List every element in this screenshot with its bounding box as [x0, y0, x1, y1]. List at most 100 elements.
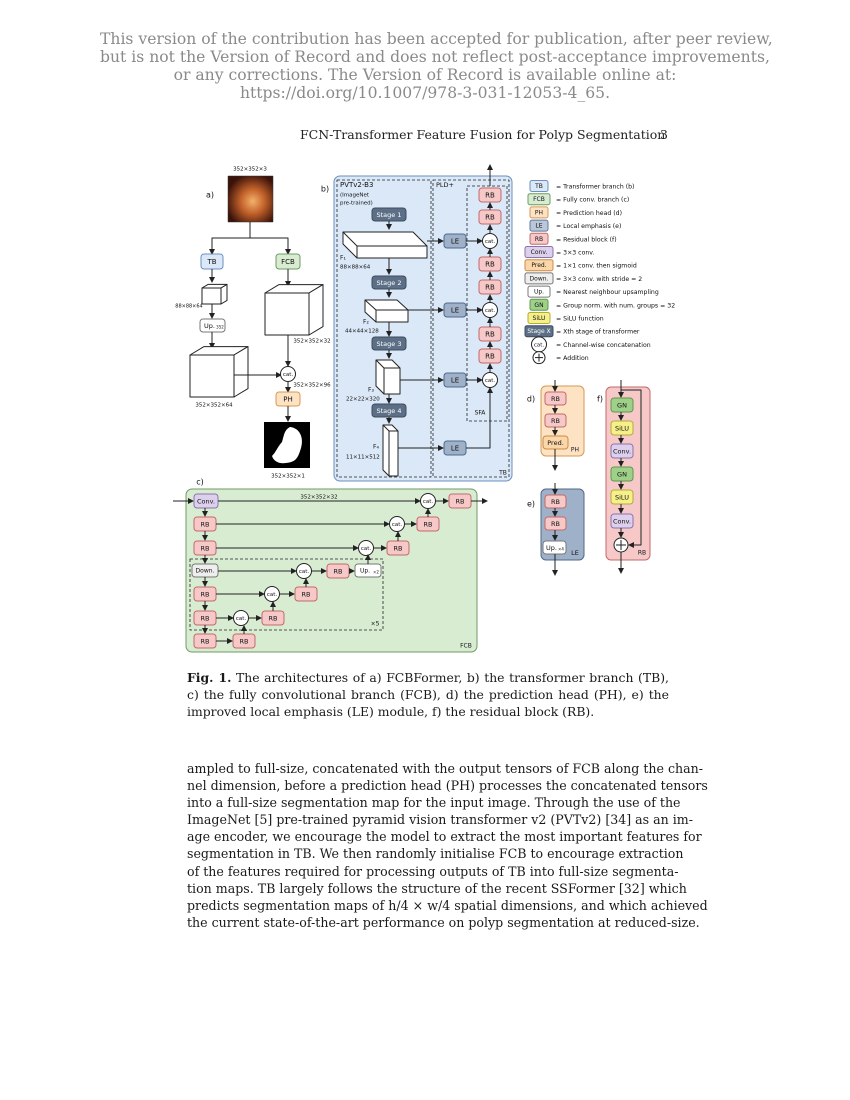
f3-tensor	[375, 359, 401, 395]
fcb-cat-6-label: cat.	[236, 616, 247, 622]
body-line: the current state-of-the-art performance…	[187, 914, 700, 930]
tb-up-node-label: Up.	[204, 322, 215, 330]
out-dim-label: 352×352×1	[271, 474, 305, 480]
tb-dim-label: 88×88×64	[175, 304, 202, 310]
legend-key-box	[529, 298, 549, 311]
page-number: 3	[660, 127, 668, 142]
pld-rb-1-label: RB	[485, 192, 495, 200]
le-node-3-label: LE	[451, 377, 459, 385]
le-up-node-label: Up.	[546, 544, 557, 552]
f2-label: F₂	[363, 319, 369, 326]
f3-dim: 22×22×320	[346, 397, 380, 403]
notice-line: but is not the Version of Record and doe…	[100, 48, 770, 66]
legend-key-box	[529, 232, 549, 245]
fcb-cat-1-label: cat.	[423, 499, 434, 505]
body-line: nel dimension, before a prediction head …	[187, 778, 708, 794]
fcb-node-label: FCB	[281, 258, 295, 266]
stage4-label: Stage 4	[377, 407, 402, 415]
fcb-cat-4-label: cat.	[299, 569, 310, 575]
a-concat	[280, 366, 296, 382]
legend-key-box	[524, 272, 554, 285]
fcb-rb-l1-label: RB	[201, 521, 210, 529]
notice-line: or any corrections. The Version of Recor…	[173, 66, 677, 84]
legend-text: = 1×1 conv. then sigmoid	[556, 263, 637, 270]
up-cube-front	[189, 354, 235, 398]
f2-dim: 44×44×128	[345, 329, 379, 335]
fcb-rb-l3-label: RB	[201, 591, 210, 599]
pvt-dashed	[336, 179, 432, 478]
legend-text: = Group norm. with num. groups = 32	[556, 302, 675, 309]
f1-dim: 88×88×64	[340, 265, 371, 271]
pvt-note: pre-trained)	[340, 201, 373, 207]
f2-edge	[364, 299, 377, 311]
ph-panel-tag: PH	[571, 447, 579, 454]
legend-key-label: TB	[534, 183, 543, 190]
legend-key-box	[529, 180, 549, 192]
legend-text: = Xth stage of transformer	[556, 329, 640, 336]
pred-node-label: Pred.	[547, 439, 564, 447]
pvt-title: PVTv2-B3	[340, 181, 373, 189]
rb-skip	[621, 389, 642, 548]
legend-key-box	[529, 206, 549, 219]
le-node-2-label: LE	[451, 307, 459, 315]
f1-label: F₁	[340, 255, 346, 262]
caption-text: The architectures of a) FCBFormer, b) th…	[187, 670, 669, 719]
f4-tensor	[382, 424, 399, 477]
notice-doi-link[interactable]: https://doi.org/10.1007/978-3-031-12053-…	[239, 84, 611, 102]
legend-text: = Prediction head (d)	[556, 210, 622, 217]
legend-key-label: Conv.	[531, 249, 548, 256]
up-dim-label: 352×352×64	[195, 403, 233, 409]
fcb-cat-3-label: cat.	[361, 546, 372, 552]
legend-cat-icon-label: cat.	[534, 342, 545, 348]
input-dim-label: 352×352×3	[233, 167, 267, 173]
rb-panel-tag: RB	[638, 550, 646, 557]
panel-e-label: e)	[527, 500, 535, 509]
pld-cat-2-label: cat.	[485, 308, 496, 314]
fcb-cat-5-label: cat.	[267, 592, 278, 598]
legend-key-label: LE	[535, 223, 542, 230]
rb-layer-3-label: Conv.	[613, 448, 631, 456]
legend-text: = 3×3 conv.	[556, 250, 594, 257]
body-line: age encoder, we encourage the model to e…	[187, 829, 702, 845]
fcb-out-rb-label: RB	[456, 498, 465, 506]
fcb-rb-r6-label: RB	[240, 638, 249, 646]
legend-key-label: SiLU	[533, 315, 546, 322]
repeat-label: ×5	[371, 621, 380, 628]
legend-text: = SiLU function	[556, 316, 604, 323]
stage2-label: Stage 2	[377, 279, 402, 287]
fcb-cube-front	[264, 292, 310, 336]
f4-dim: 11×11×512	[346, 455, 380, 461]
input-to-tb	[209, 222, 251, 255]
pvt-note: (ImageNet	[340, 193, 370, 199]
tb-up-node-sub: 352	[216, 325, 224, 330]
legend-key-box	[529, 219, 549, 232]
pld-rb-3-label: RB	[485, 261, 495, 269]
fcb-rb-l5-label: RB	[201, 638, 210, 646]
legend-text: = Channel-wise concatenation	[556, 342, 651, 349]
body-line: predicts segmentation maps of h/4 × w/4 …	[187, 897, 708, 913]
fcb-rb-r5-label: RB	[269, 615, 278, 623]
le4-to-cat	[466, 387, 493, 449]
rb-layer-5-label: SiLU	[615, 494, 629, 502]
fcb-repeat-dashed	[189, 558, 384, 631]
rb-layer-2-box	[610, 420, 634, 436]
publication-notice: This version of the contribution has bee…	[100, 30, 773, 102]
legend-key-label: Down.	[530, 275, 549, 282]
body-paragraph: ampled to full-size, concatenated with t…	[187, 760, 708, 931]
tb-cube-side	[220, 283, 228, 305]
legend-text: = Nearest neighbour upsampling	[556, 289, 659, 296]
running-title: FCN-Transformer Feature Fusion for Polyp…	[300, 127, 666, 142]
fcb-panel-tag: FCB	[460, 643, 472, 650]
legend-key-label: GN	[534, 302, 543, 309]
le-rb-2-label: RB	[551, 520, 560, 528]
rb-layer-5-box	[610, 489, 634, 505]
rb-layer-1-box	[610, 397, 634, 413]
body-line: ImageNet [5] pre-trained pyramid vision …	[187, 812, 694, 828]
legend-key-label: Stage X	[527, 328, 550, 335]
le-up-node-sub: ×4	[558, 547, 564, 552]
body-line: into a full-size segmentation map for th…	[187, 795, 681, 811]
segmentation-output-mask	[272, 427, 302, 464]
rb-layer-6-label: Conv.	[613, 518, 631, 526]
f1-tensor	[342, 231, 428, 259]
fcb-cat-2-label: cat.	[392, 522, 403, 528]
